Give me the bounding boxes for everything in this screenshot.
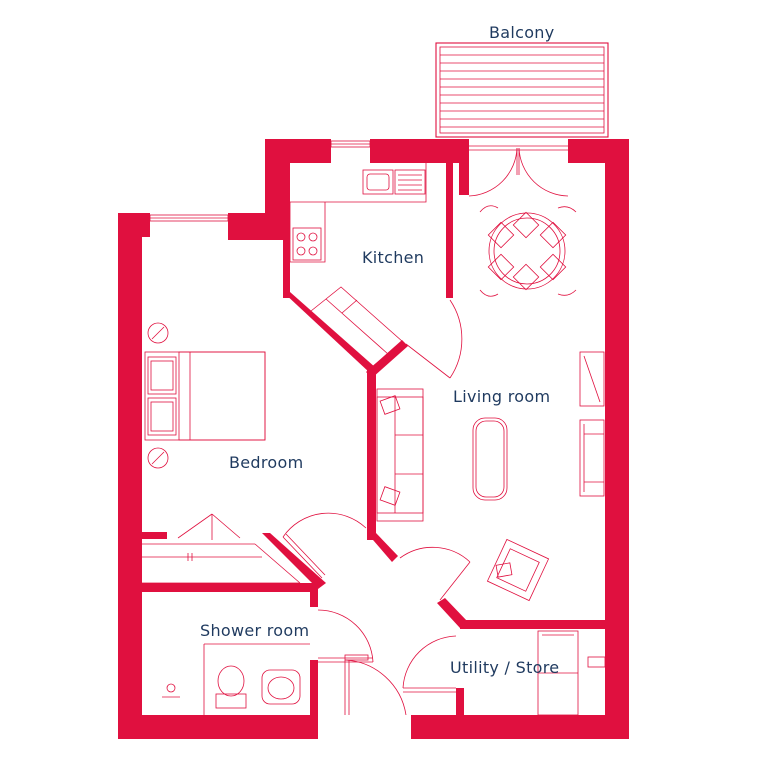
wall-wardrobe-top bbox=[142, 532, 167, 539]
kitchen-counter-diagonal bbox=[310, 286, 404, 367]
wall-kitchen-partition-left bbox=[283, 163, 290, 298]
armchair bbox=[486, 538, 550, 602]
basin-icon bbox=[261, 669, 301, 705]
bedside-lamps bbox=[147, 322, 169, 469]
coffee-table bbox=[472, 417, 508, 501]
door-entrance bbox=[344, 654, 407, 716]
dining-set bbox=[479, 205, 577, 297]
label-living-room: Living room bbox=[453, 387, 551, 406]
doors bbox=[282, 145, 569, 716]
label-shower-room: Shower room bbox=[200, 621, 310, 640]
label-bedroom: Bedroom bbox=[229, 453, 304, 472]
wall-kitchen-top-right bbox=[370, 139, 466, 163]
sink-icon bbox=[362, 169, 426, 195]
door-utility bbox=[402, 635, 457, 693]
sofa bbox=[376, 388, 424, 522]
wall-bedroom-bottom bbox=[118, 583, 316, 592]
wall-right-exterior bbox=[605, 139, 629, 739]
wall-living-diagonal-stub bbox=[366, 340, 408, 378]
wall-bedroom-top-right bbox=[228, 213, 289, 240]
dining-table bbox=[488, 212, 566, 290]
balcony-deck bbox=[435, 42, 609, 138]
shower-head-icon bbox=[162, 683, 180, 698]
kitchen-units bbox=[289, 163, 427, 367]
wall-left-exterior bbox=[118, 213, 142, 739]
dining-chairs bbox=[479, 205, 577, 297]
lamp-icon bbox=[147, 322, 169, 344]
door-living bbox=[399, 546, 471, 601]
door-shower bbox=[317, 609, 374, 663]
wall-utility-left bbox=[456, 688, 464, 739]
lamp-icon bbox=[147, 447, 169, 469]
walls bbox=[118, 139, 629, 739]
wall-wardrobe-diagonal bbox=[262, 533, 326, 589]
label-utility-store: Utility / Store bbox=[450, 658, 560, 677]
door-balcony bbox=[468, 145, 569, 197]
label-kitchen: Kitchen bbox=[362, 248, 425, 267]
door-bedroom bbox=[282, 512, 367, 579]
bed bbox=[144, 351, 266, 441]
wall-hall-diagonal-right bbox=[367, 533, 398, 562]
door-kitchen bbox=[405, 299, 463, 379]
wall-bottom-left bbox=[118, 715, 316, 739]
toilet-icon bbox=[215, 665, 247, 709]
hob-icon bbox=[292, 227, 322, 261]
wall-utility-top bbox=[460, 620, 629, 629]
windows bbox=[149, 140, 371, 222]
wall-shower-right-top bbox=[310, 583, 318, 607]
tv-unit bbox=[579, 351, 605, 497]
wall-shower-right bbox=[310, 660, 318, 739]
wall-bottom-right bbox=[411, 715, 629, 739]
wall-bedroom-living bbox=[367, 368, 376, 540]
utility-fixtures bbox=[537, 630, 606, 716]
shower-fixtures bbox=[162, 643, 310, 715]
wardrobe bbox=[142, 513, 301, 584]
label-balcony: Balcony bbox=[489, 23, 555, 42]
wall-living-top-left bbox=[459, 139, 469, 195]
wall-kitchen-partition-right bbox=[446, 163, 453, 298]
wall-kitchen-diagonal bbox=[283, 292, 376, 373]
